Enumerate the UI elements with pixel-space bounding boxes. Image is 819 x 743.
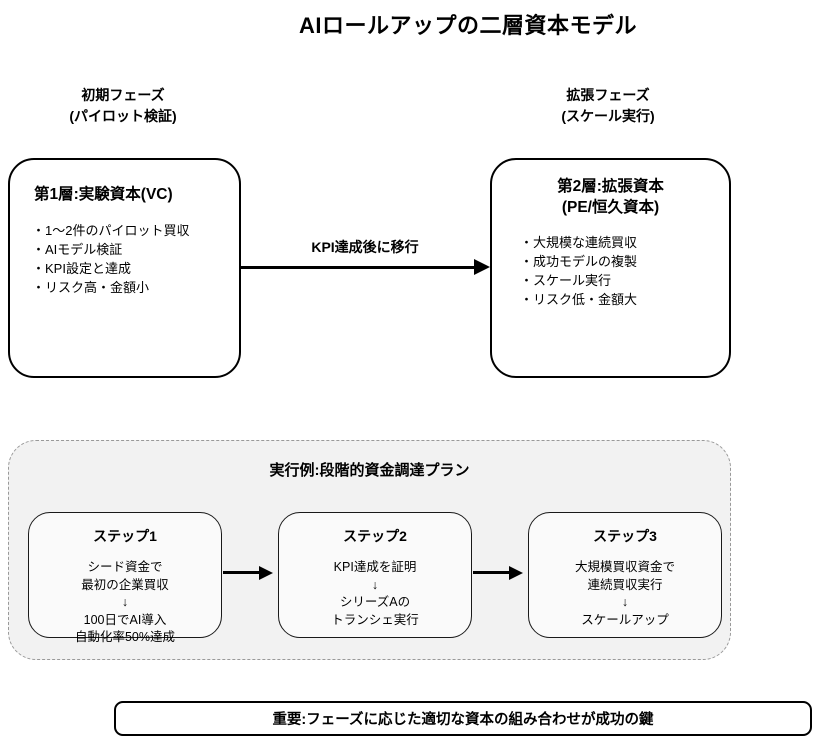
- step1-box: ステップ1 シード資金で 最初の企業買収 ↓ 100日でAI導入 自動化率50%…: [28, 512, 222, 644]
- tier2-box-title: 第2層:拡張資本 (PE/恒久資本): [492, 176, 729, 218]
- transition-arrow-line: [241, 265, 477, 269]
- step3-line-4: スケールアップ: [581, 612, 669, 627]
- tier2-bullet-1: ・大規模な連続買収: [520, 235, 638, 250]
- down-arrow-icon: ↓: [621, 595, 629, 609]
- diagram-title: AIロールアップの二層資本モデル: [298, 13, 637, 38]
- tier2-bullet-4: ・リスク低・金額大: [520, 292, 638, 307]
- step1-body: シード資金で 最初の企業買収 ↓ 100日でAI導入 自動化率50%達成: [29, 559, 221, 647]
- phase-label-expansion-line1: 拡張フェーズ: [566, 87, 650, 103]
- step1-line-2: 最初の企業買収: [81, 577, 169, 592]
- step1-to-step2-arrow-head-icon: [259, 565, 273, 580]
- step1-line-1: シード資金で: [87, 560, 163, 574]
- phase-label-initial-line2: (パイロット検証): [69, 108, 177, 124]
- tier1-bullet-4: ・リスク高・金額小: [32, 280, 150, 295]
- step1-line-4: 100日でAI導入: [83, 612, 167, 627]
- tier1-bullet-3: ・KPI設定と達成: [32, 261, 131, 276]
- tier1-box-title: 第1層:実験資本(VC): [34, 186, 173, 203]
- step2-box: ステップ2 KPI達成を証明 ↓ シリーズAの トランシェ実行: [278, 512, 472, 638]
- phase-label-initial-line1: 初期フェーズ: [81, 87, 165, 103]
- tier2-bullet-3: ・スケール実行: [520, 273, 612, 288]
- phase-label-expansion-line2: (スケール実行): [561, 108, 655, 124]
- step2-to-step3-arrow-head-icon: [509, 565, 523, 580]
- step3-box: ステップ3 大規模買収資金で 連続買収実行 ↓ スケールアップ: [528, 512, 722, 638]
- phase-label-initial: 初期フェーズ (パイロット検証): [28, 85, 218, 127]
- tier2-bullet-list: ・大規模な連続買収 ・成功モデルの複製 ・スケール実行 ・リスク低・金額大: [520, 233, 729, 309]
- step2-body: KPI達成を証明 ↓ シリーズAの トランシェ実行: [279, 559, 471, 629]
- execution-plan-title: 実行例:段階的資金調達プラン: [269, 462, 470, 479]
- step1-line-5: 自動化率50%達成: [74, 630, 176, 644]
- tier2-expansion-capital-box: 第2層:拡張資本 (PE/恒久資本) ・大規模な連続買収 ・成功モデルの複製 ・…: [490, 158, 731, 378]
- tier1-bullet-2: ・AIモデル検証: [32, 242, 123, 257]
- tier1-bullet-1: ・1〜2件のパイロット買収: [32, 223, 190, 238]
- key-message-box: 重要:フェーズに応じた適切な資本の組み合わせが成功の鍵: [114, 701, 812, 736]
- step2-title: ステップ2: [343, 528, 407, 544]
- step3-title: ステップ3: [593, 528, 657, 544]
- step2-line-3: シリーズAの: [339, 595, 411, 609]
- step2-line-4: トランシェ実行: [331, 612, 419, 627]
- execution-plan-panel: 実行例:段階的資金調達プラン ステップ1 シード資金で 最初の企業買収 ↓ 10…: [8, 440, 731, 660]
- step2-to-step3-arrow-line: [473, 571, 511, 574]
- tier1-bullet-list: ・1〜2件のパイロット買収 ・AIモデル検証 ・KPI設定と達成 ・リスク高・金…: [32, 221, 239, 297]
- step3-line-1: 大規模買収資金で: [574, 560, 675, 574]
- step1-to-step2-arrow-line: [223, 571, 261, 574]
- tier2-bullet-2: ・成功モデルの複製: [520, 254, 638, 269]
- tier1-experiment-capital-box: 第1層:実験資本(VC) ・1〜2件のパイロット買収 ・AIモデル検証 ・KPI…: [8, 158, 241, 378]
- step2-line-1: KPI達成を証明: [333, 560, 417, 574]
- step3-body: 大規模買収資金で 連続買収実行 ↓ スケールアップ: [529, 559, 721, 629]
- step1-title: ステップ1: [93, 528, 157, 544]
- tier2-box-title-line2: (PE/恒久資本): [561, 199, 660, 216]
- step3-line-2: 連続買収実行: [587, 577, 663, 592]
- down-arrow-icon: ↓: [371, 577, 379, 592]
- tier2-box-title-line1: 第2層:拡張資本: [557, 178, 664, 195]
- transition-arrow-label: KPI達成後に移行: [311, 239, 419, 255]
- phase-label-expansion: 拡張フェーズ (スケール実行): [513, 85, 703, 127]
- transition-arrow-head-icon: [474, 259, 490, 275]
- down-arrow-icon: ↓: [121, 595, 129, 609]
- key-message-text: 重要:フェーズに応じた適切な資本の組み合わせが成功の鍵: [272, 712, 654, 728]
